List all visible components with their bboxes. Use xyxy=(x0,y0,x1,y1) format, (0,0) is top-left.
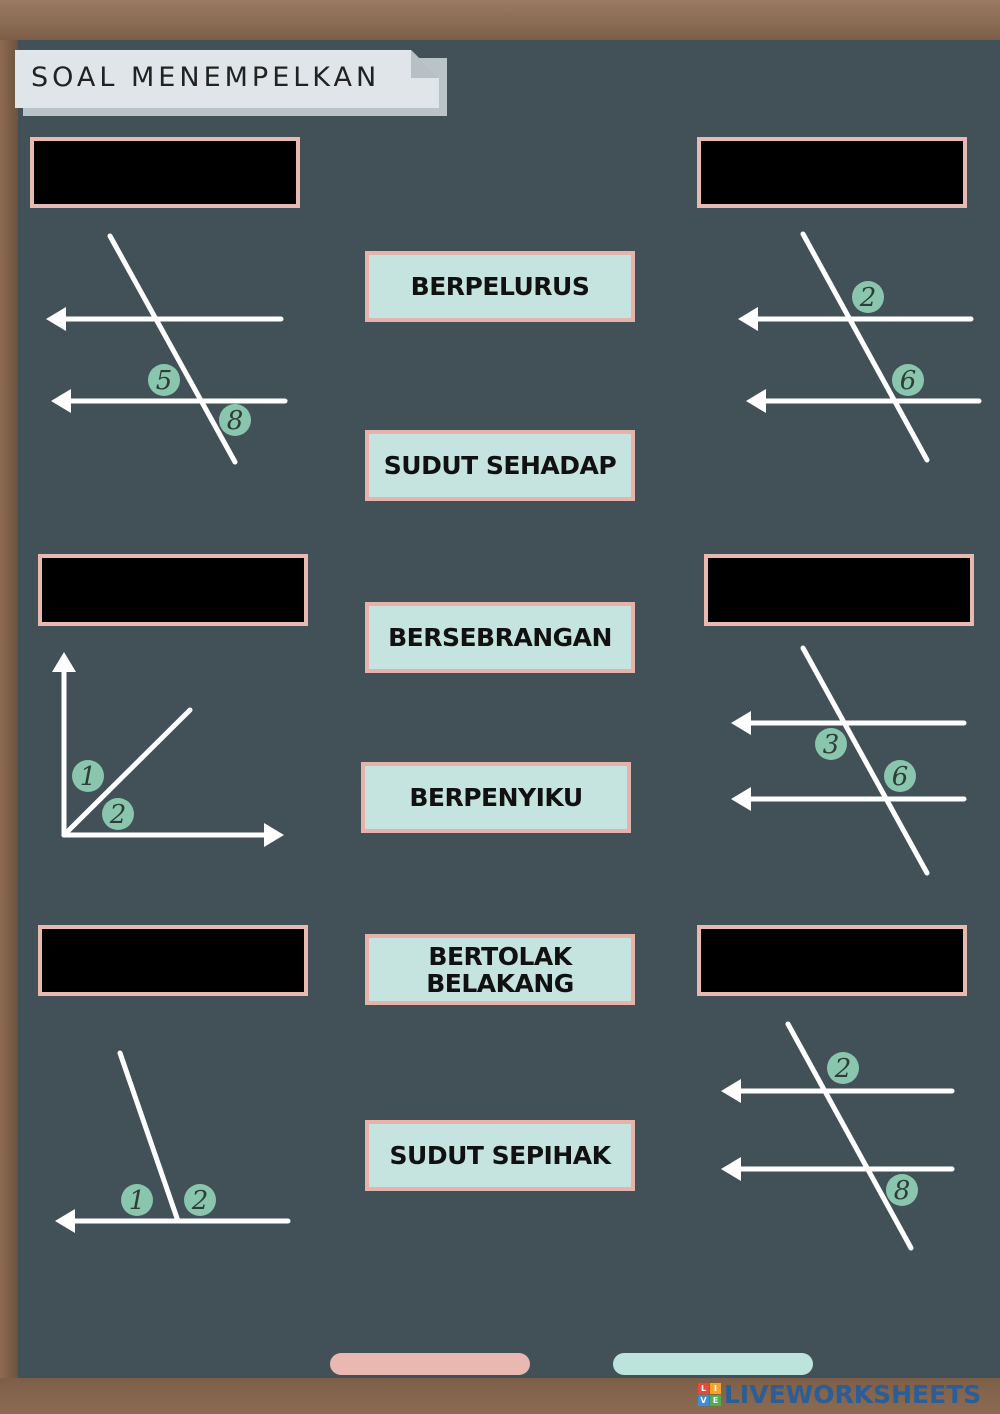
answer-box-6[interactable] xyxy=(697,925,967,996)
angle-number: 6 xyxy=(892,762,909,792)
answer-box-5[interactable] xyxy=(38,925,308,996)
label-card-sudut-sehadap[interactable]: SUDUT SEHADAP xyxy=(365,430,635,501)
angle-number: 2 xyxy=(834,1054,852,1084)
page-title: SOAL MENEMPELKAN xyxy=(31,62,381,93)
angle-number: 5 xyxy=(156,366,173,396)
angle-number: 2 xyxy=(109,800,127,830)
logo-text: LIVEWORKSHEETS xyxy=(724,1380,982,1409)
answer-box-2[interactable] xyxy=(697,137,967,208)
label-card-sudut-sepihak[interactable]: SUDUT SEPIHAK xyxy=(365,1120,635,1191)
angle-number: 1 xyxy=(80,762,97,792)
chalk-mint xyxy=(613,1353,813,1375)
label-text: SUDUT SEPIHAK xyxy=(389,1141,611,1170)
label-card-berpenyiku[interactable]: BERPENYIKU xyxy=(361,762,631,833)
label-text: SUDUT SEHADAP xyxy=(383,451,617,480)
answer-box-3[interactable] xyxy=(38,554,308,626)
label-text: BERPELURUS xyxy=(410,272,590,301)
angle-number: 2 xyxy=(859,283,877,313)
angle-number: 8 xyxy=(894,1176,911,1206)
answer-box-1[interactable] xyxy=(30,137,300,208)
label-card-berpelurus[interactable]: BERPELURUS xyxy=(365,251,635,322)
chalk-pink xyxy=(330,1353,530,1375)
angle-number: 3 xyxy=(823,730,840,760)
board-frame-left xyxy=(0,40,18,1378)
angle-number: 6 xyxy=(900,366,917,396)
label-text: BERSEBRANGAN xyxy=(388,623,612,652)
label-card-bersebrangan[interactable]: BERSEBRANGAN xyxy=(365,602,635,673)
title-card: SOAL MENEMPELKAN xyxy=(15,50,447,116)
angle-number: 1 xyxy=(129,1186,146,1216)
angle-number: 2 xyxy=(191,1186,209,1216)
board-frame-top xyxy=(0,0,1000,40)
label-text: BELAKANG xyxy=(426,968,574,998)
label-text: BERTOLAK xyxy=(428,941,572,971)
answer-box-4[interactable] xyxy=(704,554,974,626)
label-text: BERPENYIKU xyxy=(409,783,583,812)
label-card-bertolak-belakang[interactable]: BERTOLAK BELAKANG xyxy=(365,934,635,1005)
board-frame-bottom xyxy=(0,1378,1000,1414)
angle-number: 8 xyxy=(227,406,244,436)
